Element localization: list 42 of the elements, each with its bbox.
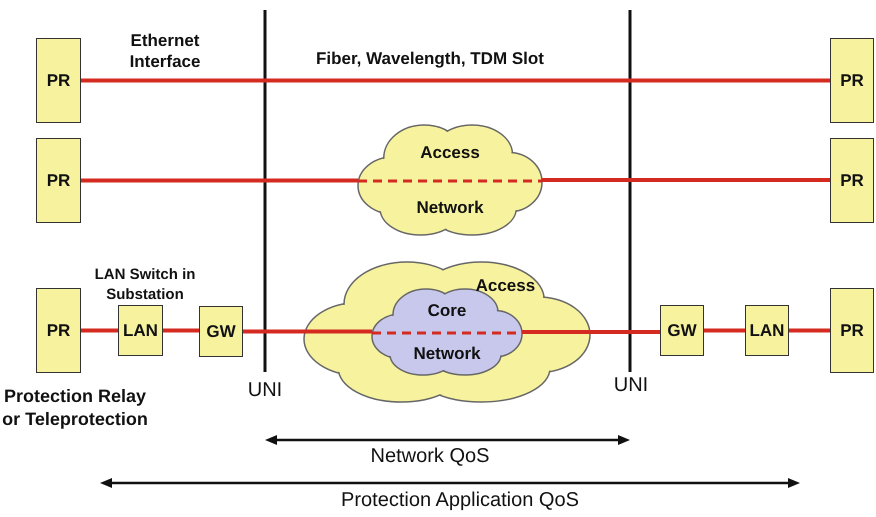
connector-line	[704, 328, 745, 332]
node-label: Core	[428, 300, 466, 320]
connector-line	[81, 78, 830, 82]
text-label: UNI	[612, 373, 650, 398]
node-label: PR	[46, 70, 70, 90]
connector-line	[81, 178, 358, 182]
text-label: UNI	[246, 378, 284, 403]
node-label: Network	[413, 344, 481, 364]
node-label: PR	[46, 320, 70, 340]
device-box	[830, 138, 874, 223]
connector-line	[243, 330, 372, 334]
node-label: PR	[840, 320, 864, 340]
node-label: GW	[667, 320, 697, 340]
connector-line	[81, 328, 118, 332]
node-label: LAN	[750, 320, 784, 340]
node-label: PR	[46, 170, 70, 190]
node-label: Access	[420, 142, 480, 162]
connector-line	[542, 178, 830, 182]
connector-line	[789, 328, 830, 332]
node-label: GW	[206, 322, 236, 342]
connector-line	[522, 330, 660, 334]
device-box	[199, 306, 243, 357]
text-label: Protection Application QoS	[340, 488, 580, 513]
device-box	[36, 138, 81, 223]
device-box	[36, 38, 81, 123]
node-label: Network	[416, 198, 484, 218]
device-box	[830, 288, 874, 373]
device-box	[660, 305, 704, 356]
connector-line	[163, 328, 199, 332]
device-box	[830, 38, 874, 123]
node-label: Access	[476, 276, 536, 296]
node-label: LAN	[123, 320, 158, 340]
node-label: PR	[840, 170, 864, 190]
node-label: PR	[840, 70, 864, 90]
text-label: Fiber, Wavelength, TDM Slot	[315, 48, 545, 70]
device-box	[36, 288, 81, 373]
node-caption: LAN Switch in Substation	[94, 265, 196, 304]
device-box	[118, 305, 163, 356]
node-caption: Protection Relay or Teleprotection	[1, 385, 149, 432]
text-label: Network QoS	[370, 444, 490, 469]
device-box	[745, 305, 789, 356]
text-label: Ethernet Interface	[128, 30, 202, 72]
